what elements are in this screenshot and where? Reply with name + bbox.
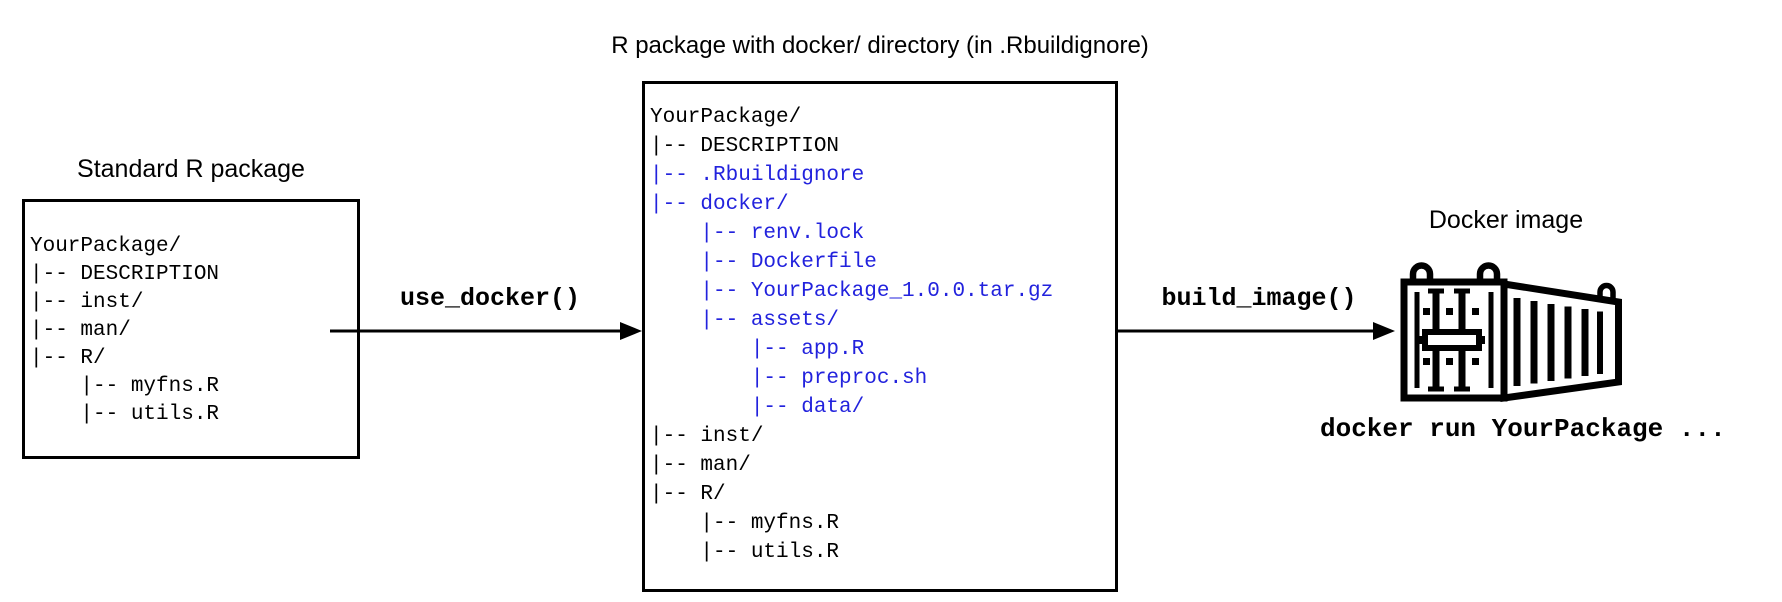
tree-line: |-- man/ [650, 454, 751, 477]
tree-line: |-- R/ [30, 347, 106, 370]
tree-line: |-- utils.R [30, 403, 220, 426]
tree-line: |-- utils.R [650, 541, 840, 564]
build-image-arrow-label: build_image() [1161, 284, 1357, 313]
tree-line: |-- man/ [30, 319, 131, 342]
tree-line: |-- inst/ [30, 291, 144, 314]
build-image-arrow [1118, 322, 1395, 340]
shipping-container-icon [1400, 262, 1622, 403]
tree-line: |-- myfns.R [30, 375, 220, 398]
docker-run-command: docker run YourPackage ... [1320, 414, 1726, 444]
tree-line: |-- .Rbuildignore [650, 164, 865, 187]
tree-line: |-- DESCRIPTION [650, 135, 840, 158]
tree-line: |-- DESCRIPTION [30, 263, 220, 286]
tree-line: |-- inst/ [650, 425, 764, 448]
tree-line: |-- preproc.sh [650, 367, 928, 390]
tree-line: |-- YourPackage_1.0.0.tar.gz [650, 280, 1054, 303]
tree-line: YourPackage/ [30, 235, 182, 258]
docker-directory-package-box: YourPackage/ |-- DESCRIPTION |-- .Rbuildig… [642, 81, 1118, 592]
tree-line: |-- assets/ [650, 309, 840, 332]
docker-image-title: Docker image [1428, 206, 1584, 234]
tree-line: |-- app.R [650, 338, 865, 361]
tree-line: |-- R/ [650, 483, 726, 506]
docker-directory-package-file-tree: YourPackage/ |-- DESCRIPTION |-- .Rbuildig… [645, 84, 1115, 567]
docker-directory-package-title: R package with docker/ directory (in .Rb… [611, 32, 1149, 59]
standard-r-package-file-tree: YourPackage/ |-- DESCRIPTION |-- inst/ |-- … [25, 202, 357, 429]
use-docker-arrow [330, 322, 642, 340]
standard-r-package-box: YourPackage/ |-- DESCRIPTION |-- inst/ |-- … [22, 199, 360, 459]
standard-r-package-title: Standard R package [77, 155, 305, 183]
tree-line: YourPackage/ [650, 106, 802, 129]
tree-line: |-- docker/ [650, 193, 789, 216]
use-docker-arrow-label: use_docker() [399, 284, 581, 313]
tree-line: |-- renv.lock [650, 222, 865, 245]
tree-line: |-- myfns.R [650, 512, 840, 535]
tree-line: |-- Dockerfile [650, 251, 877, 274]
tree-line: |-- data/ [650, 396, 865, 419]
